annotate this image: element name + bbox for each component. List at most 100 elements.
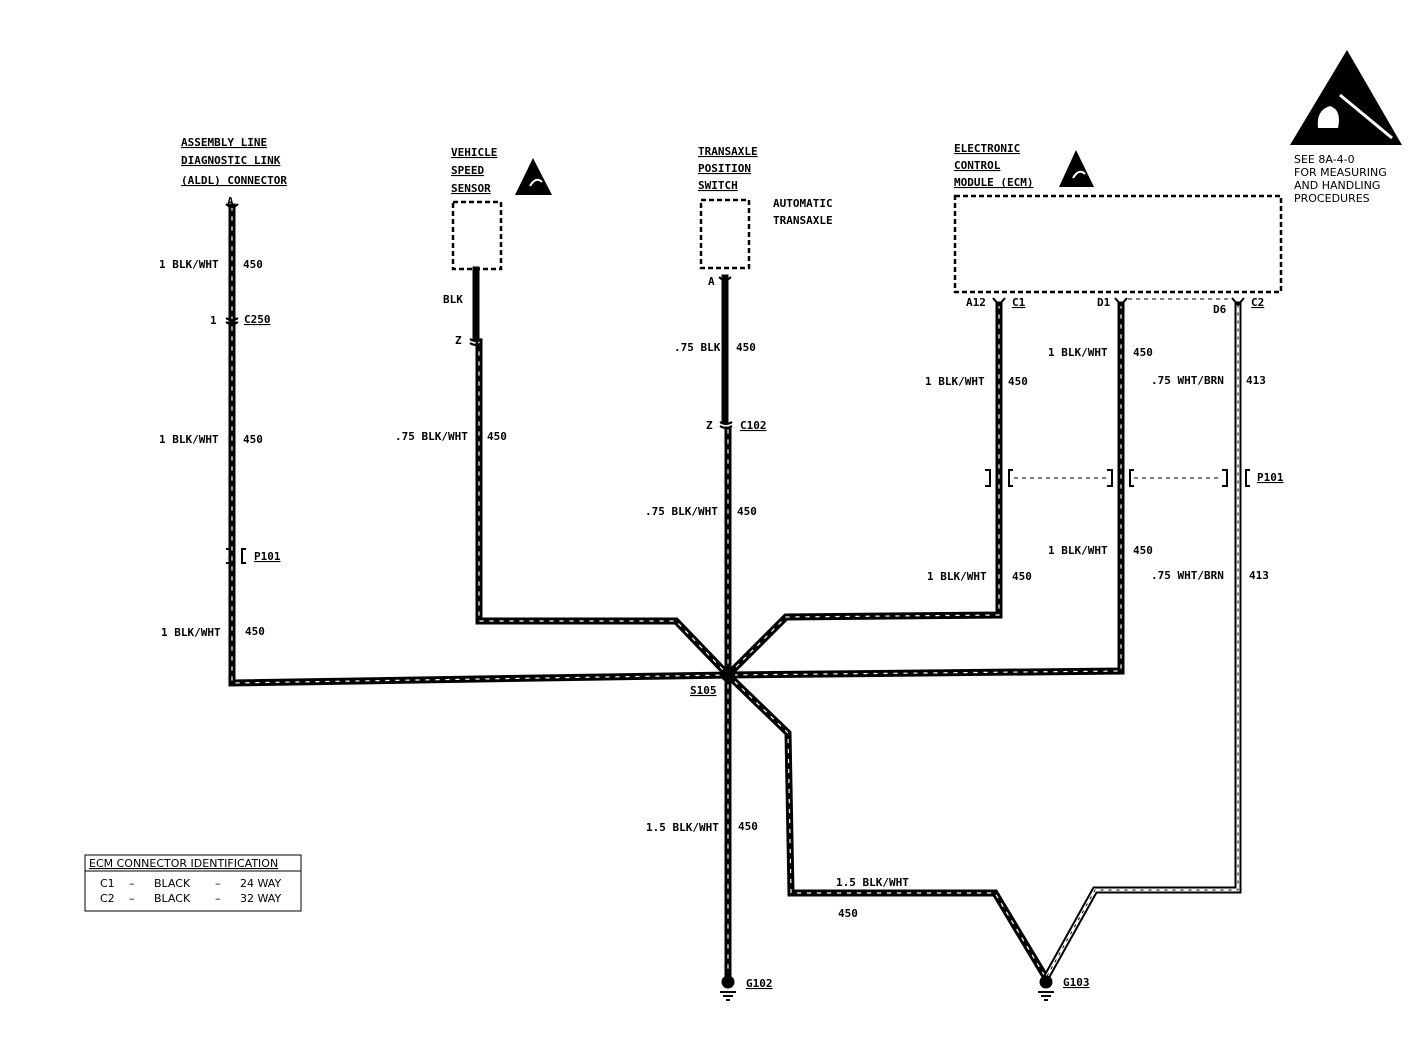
wire-label: 1 BLK/WHT [925,375,985,388]
aldl-pin [225,203,239,208]
tps-pin [718,276,732,281]
legend-row: C1 – BLACK – 24 WAY [100,877,281,890]
esd-warning-large-icon [1290,50,1402,145]
tps-label-line2: POSITION [698,162,751,175]
legend-connector-id: C1 [100,877,115,890]
ecm-pin-d6: D6 [1213,303,1227,316]
wire-g103 [723,670,1051,983]
tps-note-line1: AUTOMATIC [773,197,833,210]
legend-type: 32 WAY [240,892,281,905]
connector-brackets [225,203,1250,564]
c250-pin-label: 1 [210,314,217,327]
circuit-number: 450 [738,820,758,833]
tps-box [699,198,751,270]
circuit-number: 450 [243,433,263,446]
g102-label: G102 [746,977,773,990]
esd-note-line3: AND HANDLING [1294,179,1380,192]
wire-label: 1 BLK/WHT [159,258,219,271]
legend-dash: – [129,877,135,890]
wire-ecm-a12 [723,301,1003,680]
circuit-number: 450 [1133,544,1153,557]
aldl-label-line2: DIAGNOSTIC LINK [181,154,281,167]
ecm-pin-c1: C1 [1012,296,1026,309]
c102-label: C102 [740,419,767,432]
legend-dash: – [215,892,221,905]
vss-z-bracket [469,338,483,342]
wire-label: .75 WHT/BRN [1151,374,1224,387]
circuit-number: 450 [1133,346,1153,359]
circuit-number: 413 [1246,374,1266,387]
p101-label-ecm: P101 [1257,471,1284,484]
circuit-number: 450 [243,258,263,271]
circuit-number: 450 [737,505,757,518]
aldl-label-line3: (ALDL) CONNECTOR [181,174,287,187]
ecm-pin-d6 [1231,297,1245,307]
splice-s105-label: S105 [690,684,717,697]
ecm-label-line3: MODULE (ECM) [954,176,1033,189]
c250-label: C250 [244,313,271,326]
esd-warning-icon [1059,150,1094,187]
wire-label: 1.5 BLK/WHT [836,876,909,889]
legend-title: ECM CONNECTOR IDENTIFICATION [89,857,278,870]
circuit-number: 450 [1008,375,1028,388]
esd-note-line4: PROCEDURES [1294,192,1370,205]
c102-bracket [719,421,733,425]
tps-label-line1: TRANSAXLE [698,145,758,158]
circuit-number: 413 [1249,569,1269,582]
ecm-label-line2: CONTROL [954,159,1001,172]
wire-tps [721,274,732,679]
legend-dash: – [129,892,135,905]
ecm-pin-d1 [1114,297,1128,307]
vss-wire-color: BLK [443,293,463,306]
ecm-pin-c2: C2 [1251,296,1264,309]
vss-pin-label: Z [455,334,462,347]
dashed-links [1014,298,1230,479]
legend-type: 24 WAY [240,877,281,890]
wire-aldl [228,203,732,687]
esd-note-line1: SEE 8A-4-0 [1294,153,1355,166]
tps-pin-label: A [708,275,715,288]
legend-dash: – [215,877,221,890]
wire-label: .75 BLK/WHT [395,430,468,443]
ecm-pin-d1: D1 [1097,296,1111,309]
g103-label: G103 [1063,976,1090,989]
p101-c2-left [1222,469,1228,487]
circuit-number: 450 [736,341,756,354]
wires [228,203,1242,983]
wire-label: 1 BLK/WHT [161,626,221,639]
vss-box [451,200,503,271]
legend-box [84,854,302,912]
legend-connector-id: C2 [100,892,115,905]
legend-color: BLACK [154,892,191,905]
circuit-number: 450 [245,625,265,638]
p101-label-aldl: P101 [254,550,281,563]
p101-d1-left [1107,469,1113,487]
vss-label-line3: SENSOR [451,182,491,195]
p101-a12-left [985,469,991,487]
ground-g103-icon [1038,975,1054,1001]
esd-warning-icon [515,158,552,195]
c102-pin-label: Z [706,419,713,432]
wire-label: 1 BLK/WHT [159,433,219,446]
legend-row: C2 – BLACK – 32 WAY [100,892,281,905]
ecm-pin-a12: A12 [966,296,986,309]
tps-note-line2: TRANSAXLE [773,214,833,227]
p101-left-bracket [226,548,231,564]
vss-label-line1: VEHICLE [451,146,497,159]
ecm-box [953,194,1283,294]
legend-color: BLACK [154,877,191,890]
aldl-label-line1: ASSEMBLY LINE [181,136,267,149]
circuit-number: 450 [487,430,507,443]
ground-g102-icon [720,975,736,1001]
wire-ecm-d1 [724,301,1125,679]
wire-label: 1 BLK/WHT [1048,544,1108,557]
wire-label: .75 BLK/WHT [645,505,718,518]
aldl-pin-label: A [227,195,234,208]
splice-s105 [721,668,735,682]
ecm-pin-a12 [992,297,1006,307]
wire-label: 1 BLK/WHT [1048,346,1108,359]
ecm-label-line1: ELECTRONIC [954,142,1020,155]
wire-label: .75 BLK [674,341,721,354]
